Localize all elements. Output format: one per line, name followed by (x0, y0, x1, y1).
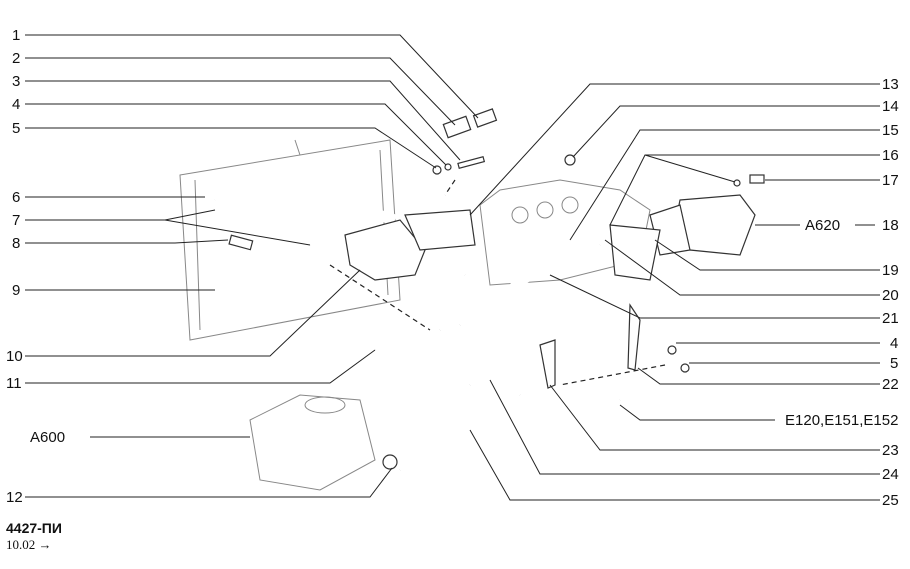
assembly-arrow (444, 179, 456, 196)
callout-8: 8 (12, 235, 20, 252)
left-leader-lines (25, 34, 479, 498)
assembly-arrow (329, 264, 431, 331)
callout-a620: A620 (805, 217, 840, 234)
water-pump (609, 194, 756, 281)
callout-22: 22 (882, 376, 899, 393)
callout-11: 11 (6, 375, 22, 392)
callout-7: 7 (12, 212, 20, 229)
callout-16: 16 (882, 147, 899, 164)
callout-4-right: 4 (890, 335, 898, 352)
thermostat-housing (344, 209, 476, 281)
expansion-tank (249, 394, 376, 491)
small-parts (228, 108, 765, 470)
date-note: 10.02 → (6, 537, 52, 552)
drawing-code: 4427-ПИ (6, 520, 62, 536)
callout-2: 2 (12, 50, 20, 67)
callout-17: 17 (882, 172, 899, 189)
callout-15: 15 (882, 122, 899, 139)
callout-1: 1 (12, 27, 20, 44)
callout-3: 3 (12, 73, 20, 90)
callout-20: 20 (882, 287, 899, 304)
hoses (209, 192, 621, 476)
callout-a600: A600 (30, 429, 65, 446)
callout-24: 24 (882, 466, 899, 483)
assembly-arrow (559, 364, 666, 386)
callout-14: 14 (882, 98, 899, 115)
callout-5-right: 5 (890, 355, 898, 372)
radiator-outline (179, 139, 401, 341)
callout-5: 5 (12, 120, 20, 137)
callout-e120: E120,E151,E152 (785, 412, 898, 429)
callout-10: 10 (6, 348, 23, 365)
callout-13: 13 (882, 76, 899, 93)
left-callout-labels: 1 2 3 4 5 6 7 8 9 10 11 A600 12 (6, 27, 65, 506)
callout-25: 25 (882, 492, 899, 509)
callout-9: 9 (12, 282, 20, 299)
callout-21: 21 (882, 310, 899, 327)
right-callout-labels: 13 14 15 16 17 A620 18 19 20 21 4 5 22 E… (785, 76, 899, 509)
callout-19: 19 (882, 262, 899, 279)
callout-6: 6 (12, 189, 20, 206)
callout-4: 4 (12, 96, 20, 113)
callout-12: 12 (6, 489, 23, 506)
callout-18: 18 (882, 217, 899, 234)
callout-23: 23 (882, 442, 899, 459)
right-leader-lines (469, 83, 880, 501)
